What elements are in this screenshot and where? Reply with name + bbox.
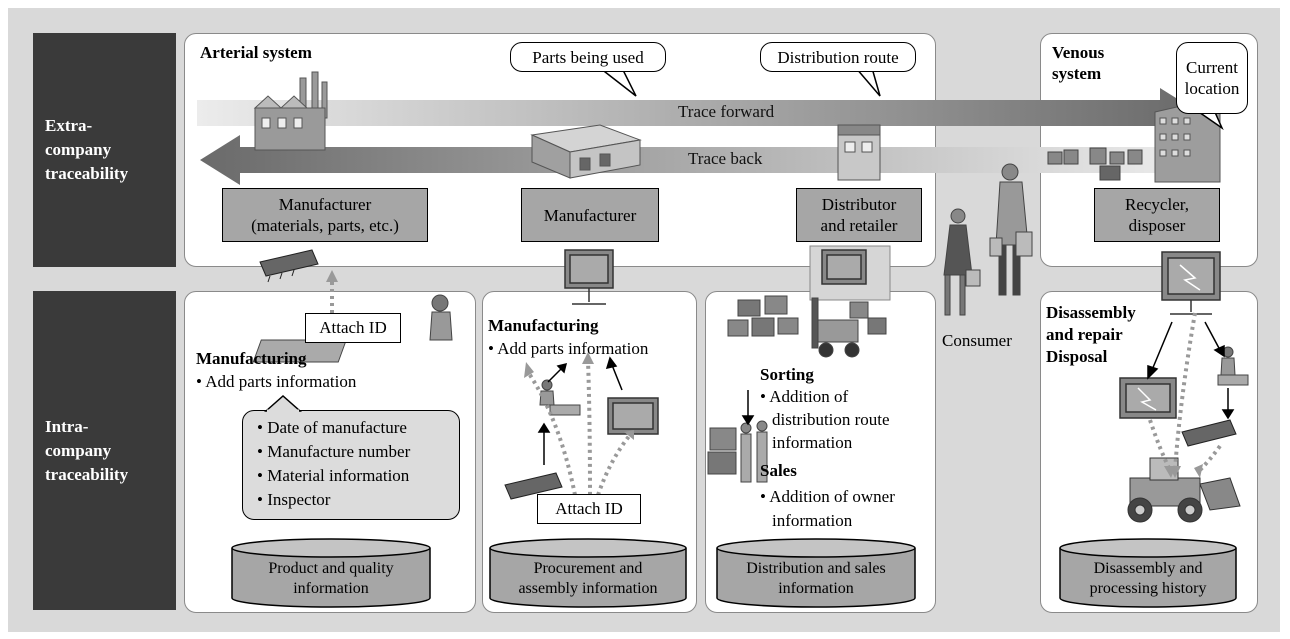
chip-icon	[504, 472, 563, 500]
intra-company-label: Intra- company traceability	[45, 416, 129, 484]
detail-item: • Inspector	[257, 490, 331, 509]
office-building-icon	[1154, 103, 1221, 183]
monitor-icon	[821, 249, 867, 285]
chip-icon	[259, 249, 319, 283]
sorting-text: distribution route	[772, 410, 890, 429]
worker-icon	[539, 379, 581, 416]
disassembly-heading: and repair	[1046, 325, 1123, 344]
parts-callout-tail	[599, 67, 637, 97]
detail-item: • Date of manufacture	[257, 418, 407, 437]
location-callout-tail	[1195, 109, 1224, 131]
extra-company-band: Extra- company traceability	[33, 33, 176, 267]
route-callout-tail	[855, 67, 881, 97]
consumer-label: Consumer	[942, 331, 1012, 350]
distributor-retailer-box: Distributor and retailer	[796, 188, 922, 242]
store-icon	[837, 124, 881, 181]
attach-id-box: Attach ID	[305, 313, 401, 343]
sales-heading: Sales	[760, 461, 797, 480]
sorting-text: information	[772, 433, 853, 452]
database-cylinder	[489, 538, 687, 608]
warehouse-icon	[530, 124, 642, 179]
detail-item: • Material information	[257, 466, 410, 485]
sorting-text: • Addition of	[760, 387, 849, 406]
venous-system-label: Venous system	[1052, 43, 1105, 83]
database-cylinder	[1059, 538, 1237, 608]
manufacturing-heading: Manufacturing	[488, 316, 599, 335]
worker-icon	[252, 294, 453, 363]
procurement-db-label: Procurement and assembly information	[518, 560, 658, 597]
forklift-boxes-icon	[727, 295, 887, 358]
disassembly-db-label: Disassembly and processing history	[1089, 560, 1207, 597]
trace-back-label: Trace back	[688, 149, 763, 168]
product-quality-db-label: Product and quality information	[268, 560, 394, 597]
detail-item: • Manufacture number	[257, 442, 411, 461]
trace-forward-label: Trace forward	[678, 102, 775, 121]
recycle-boxes-icon	[1047, 147, 1143, 181]
dotted-arrowhead	[326, 270, 1203, 478]
broken-monitor-icon	[1119, 377, 1177, 419]
parts-being-used-callout: Parts being used	[510, 42, 666, 72]
trace-back-arrow	[200, 135, 1185, 185]
monitor-icon	[607, 397, 659, 435]
add-parts-info-text: • Add parts information	[196, 372, 357, 391]
disassembly-heading: Disassembly	[1046, 303, 1136, 322]
distribution-route-callout: Distribution route	[760, 42, 916, 72]
monitor-icon	[1161, 251, 1221, 315]
manufacturer-materials-box: Manufacturer (materials, parts, etc.)	[222, 188, 428, 242]
sales-text: information	[772, 511, 853, 530]
arterial-system-label: Arterial system	[200, 43, 312, 62]
staff-boxes-icon	[707, 420, 768, 483]
current-location-callout: Current location	[1176, 42, 1248, 114]
sorting-heading: Sorting	[760, 365, 814, 384]
add-parts-info-text: • Add parts information	[488, 339, 649, 358]
extra-company-label: Extra- company traceability	[45, 116, 129, 183]
chip-icon	[1181, 419, 1237, 447]
factory-icon	[253, 71, 328, 151]
database-cylinder	[716, 538, 916, 608]
manufacturer-box: Manufacturer	[521, 188, 659, 242]
database-cylinder	[231, 538, 431, 608]
sales-text: • Addition of owner	[760, 487, 895, 506]
details-callout: • Date of manufacture • Manufacture numb…	[242, 410, 460, 520]
wheel-loader-icon	[1127, 457, 1241, 523]
solid-arrow	[537, 321, 1235, 465]
distribution-db-label: Distribution and sales information	[746, 560, 886, 597]
recycler-disposer-box: Recycler, disposer	[1094, 188, 1220, 242]
trace-forward-arrow	[197, 88, 1200, 138]
consumer-figures-icon	[943, 163, 1033, 316]
intra-company-band: Intra- company traceability	[33, 291, 176, 610]
manufacturing-heading: Manufacturing	[196, 349, 307, 368]
disposal-heading: Disposal	[1046, 347, 1108, 366]
monitor-icon	[564, 249, 614, 305]
attach-id-box: Attach ID	[537, 494, 641, 524]
